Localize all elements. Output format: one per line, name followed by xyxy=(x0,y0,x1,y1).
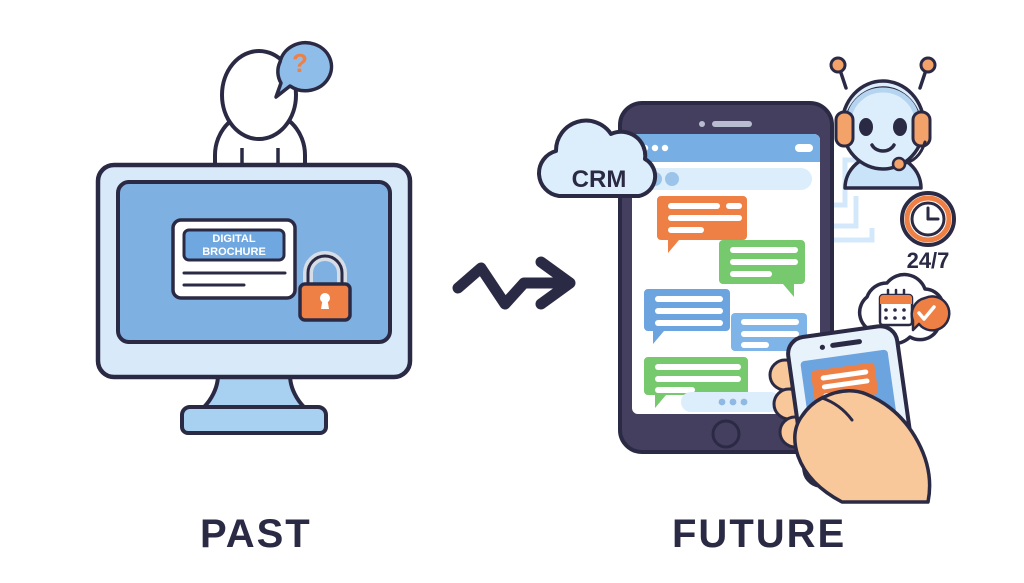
smartphone-in-hand xyxy=(768,324,932,504)
bubble-shape xyxy=(719,240,805,297)
chat-tablet xyxy=(618,101,834,454)
padlock-icon xyxy=(298,251,352,322)
bubble-line-3 xyxy=(655,387,695,393)
phone-msg-line-1 xyxy=(820,369,869,381)
bot-antenna-left-stem xyxy=(838,68,848,90)
chat-message-orange-left xyxy=(657,196,747,253)
typing-dot-1 xyxy=(718,398,726,406)
wavy-arrow xyxy=(452,256,576,310)
brochure-title-panel xyxy=(182,228,286,262)
bot-eye-right xyxy=(893,118,907,136)
bubble-line-2 xyxy=(741,331,799,337)
chat-message-green-left-2 xyxy=(644,357,748,408)
hand-palm xyxy=(793,389,932,504)
bot-earcup-left xyxy=(834,110,855,148)
check-circle-icon xyxy=(910,295,951,332)
connector-line-3 xyxy=(816,228,875,243)
bubble-line-2 xyxy=(655,308,723,314)
tablet-camera xyxy=(699,121,705,127)
titlebar-dot-2 xyxy=(651,144,659,152)
bot-earcup-right xyxy=(911,110,932,148)
bubble-line-3 xyxy=(730,271,772,277)
monitor-stand-base xyxy=(180,405,328,435)
bubble-shape xyxy=(657,196,747,253)
clock-accent-ring xyxy=(904,195,952,243)
monitor-stand-neck xyxy=(202,373,306,409)
bubble-line-3 xyxy=(741,342,769,348)
desktop-monitor: DIGITAL BROCHURE xyxy=(95,162,413,435)
calendar-dot-2 xyxy=(893,308,897,312)
bubble-line-2 xyxy=(730,259,798,265)
brochure-title-line-2: BROCHURE xyxy=(202,246,266,258)
bubble-line-3 xyxy=(668,227,704,233)
speech-bubble-shape xyxy=(274,41,334,99)
phone-speaker xyxy=(830,339,862,348)
bot-antenna-right-stem xyxy=(918,68,928,90)
titlebar-dot-3 xyxy=(661,144,669,152)
bubble-line-1 xyxy=(655,296,723,302)
calendar-header xyxy=(880,295,912,304)
question-mark-glyph: ? xyxy=(292,48,308,78)
chat-message-blue-right xyxy=(731,313,807,351)
tablet-search-bar[interactable] xyxy=(641,168,812,190)
phone-msg-line-2 xyxy=(821,378,870,390)
typing-dot-3 xyxy=(740,398,748,406)
bubble-line-1 xyxy=(730,247,798,253)
bot-smile xyxy=(870,143,896,153)
chat-message-green-right xyxy=(719,240,805,297)
search-avatar-2 xyxy=(665,172,679,186)
support-bot-avatar xyxy=(829,56,937,190)
calendar-dot-1 xyxy=(884,308,888,312)
clock-label: 24/7 xyxy=(907,248,950,273)
bubble-line-2 xyxy=(655,376,741,382)
bubble-line-1 xyxy=(741,319,799,325)
bubble-shape xyxy=(644,289,730,344)
bubble-line-3 xyxy=(655,320,723,326)
titlebar-pill xyxy=(795,144,813,152)
typing-dot-2 xyxy=(729,398,737,406)
chat-message-blue-left xyxy=(644,289,730,344)
bot-mic-tip xyxy=(891,156,907,172)
bot-antenna-right-bulb xyxy=(919,56,937,74)
cloud-label: CRM xyxy=(572,166,627,193)
tablet-speaker xyxy=(712,121,752,127)
confused-person: ? xyxy=(213,41,334,172)
crm-cloud: CRM xyxy=(537,118,658,198)
bot-antenna-left-bulb xyxy=(829,56,847,74)
padlock-shackle-outline xyxy=(306,254,344,289)
check-glyph xyxy=(917,305,936,321)
bubble-line-1 xyxy=(655,364,741,370)
arrow-wave-path xyxy=(452,262,562,310)
calendar-dot-4 xyxy=(884,316,888,320)
padlock-keyhole-stem xyxy=(321,300,329,309)
calendar-dot-6 xyxy=(902,316,906,320)
bubble-line-2 xyxy=(668,215,742,221)
calendar-icon xyxy=(878,288,914,327)
bot-headband-inner xyxy=(846,87,920,123)
thumb-crease xyxy=(820,396,854,422)
clock-outer-ring xyxy=(900,191,956,247)
bubble-line-1 xyxy=(668,203,720,209)
cloud-shape xyxy=(537,118,658,198)
arrow-head xyxy=(535,256,576,310)
question-speech-bubble: ? xyxy=(274,41,334,99)
availability-clock: 24/7 xyxy=(900,191,956,273)
digital-brochure-card: DIGITAL BROCHURE xyxy=(171,218,297,300)
phone-camera xyxy=(819,344,826,350)
tablet-titlebar xyxy=(632,134,820,162)
tablet-home-button xyxy=(711,419,741,449)
brochure-title-line-1: DIGITAL xyxy=(212,233,255,245)
calendar-dot-3 xyxy=(902,308,906,312)
bot-eye-left xyxy=(859,118,873,136)
calendar-dot-5 xyxy=(893,316,897,320)
bubble-line-1b xyxy=(726,203,742,209)
